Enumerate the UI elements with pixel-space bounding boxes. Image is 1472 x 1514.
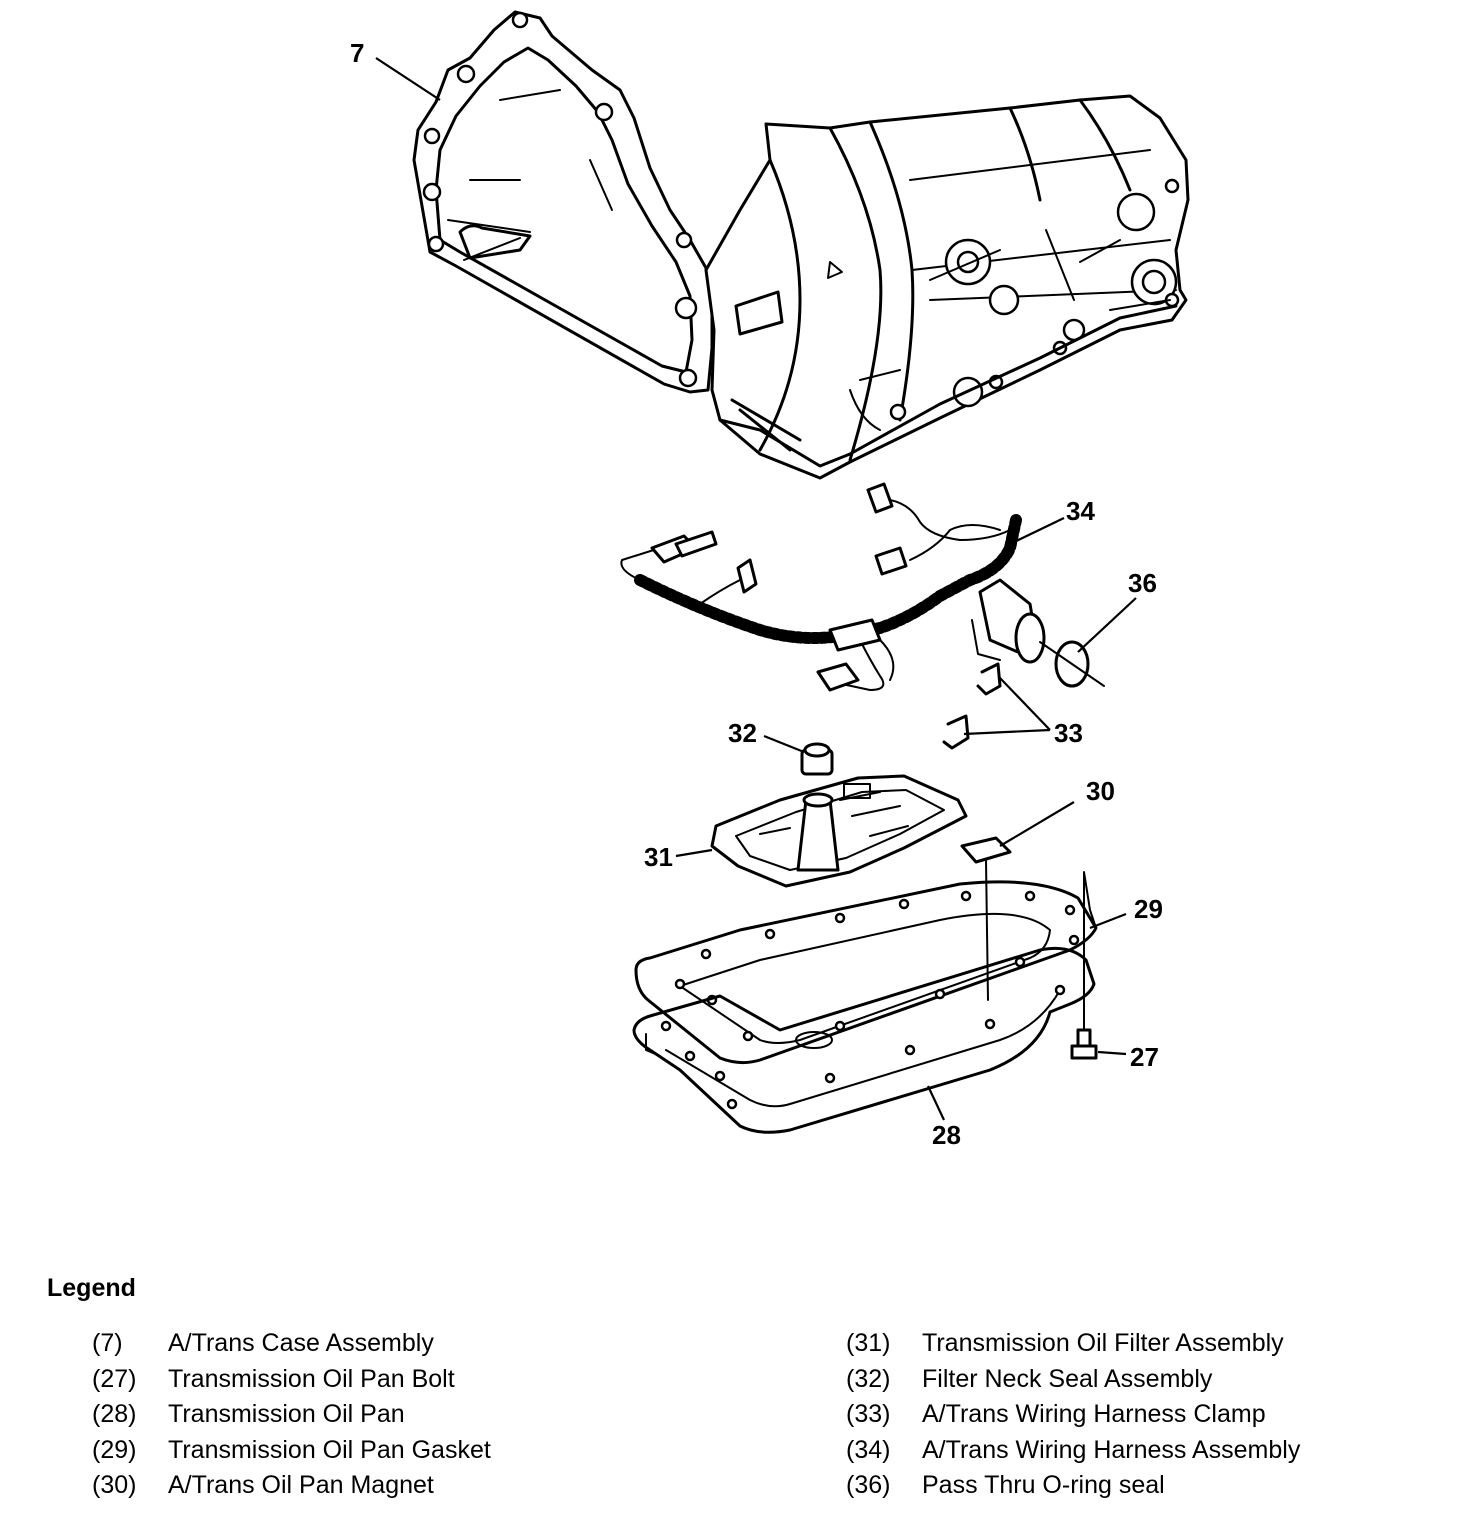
legend-item-label: A/Trans Wiring Harness Clamp: [922, 1400, 1266, 1429]
legend-item-label: Transmission Oil Pan Gasket: [168, 1435, 491, 1464]
oil-filter: [710, 774, 968, 888]
callout-36: 36: [1128, 568, 1157, 598]
legend-title: Legend: [47, 1274, 136, 1302]
callout-27: 27: [1130, 1042, 1159, 1072]
legend-item-label: Filter Neck Seal Assembly: [922, 1364, 1213, 1393]
wiring-harness: [620, 482, 1046, 692]
legend-item: (33) A/Trans Wiring Harness Clamp: [846, 1397, 1300, 1433]
callout-30: 30: [1086, 776, 1115, 806]
filter-neck-seal: [800, 742, 834, 776]
legend-item: (30) A/Trans Oil Pan Magnet: [92, 1468, 491, 1504]
legend-item-label: Transmission Oil Filter Assembly: [922, 1329, 1284, 1358]
exploded-view-diagram: 7 34 36 32 33 30 31 29 27 28: [350, 10, 1190, 1150]
legend-item: (27) Transmission Oil Pan Bolt: [92, 1362, 491, 1398]
harness-clamps: [942, 662, 1002, 750]
leader-32: [763, 734, 805, 754]
legend-item: (32) Filter Neck Seal Assembly: [846, 1362, 1300, 1398]
oil-pan-gasket: [634, 871, 1098, 1065]
legend-item-label: Pass Thru O-ring seal: [922, 1471, 1165, 1500]
callout-28: 28: [932, 1120, 961, 1150]
legend-item: (28) Transmission Oil Pan: [92, 1397, 491, 1433]
legend-item-number: (29): [92, 1435, 137, 1464]
oil-pan-magnet: [960, 836, 1012, 864]
legend-item-number: (36): [846, 1471, 891, 1500]
callout-31: 31: [644, 842, 673, 872]
leader-36: [1077, 597, 1137, 653]
callout-32: 32: [728, 718, 757, 748]
legend-item-number: (28): [92, 1400, 137, 1429]
legend-item: (7) A/Trans Case Assembly: [92, 1326, 491, 1362]
callout-7: 7: [350, 38, 364, 68]
leader-7: [375, 57, 441, 101]
legend-item-number: (33): [846, 1400, 891, 1429]
leader-31: [675, 848, 713, 858]
legend-item-label: A/Trans Case Assembly: [168, 1329, 434, 1358]
oil-pan-bolt: [1070, 1028, 1098, 1060]
legend-item: (36) Pass Thru O-ring seal: [846, 1468, 1300, 1504]
leader-29: [1089, 912, 1127, 930]
legend-item-label: Transmission Oil Pan Bolt: [168, 1364, 455, 1393]
legend-item-number: (34): [846, 1435, 891, 1464]
callout-33: 33: [1054, 718, 1083, 748]
legend-item: (29) Transmission Oil Pan Gasket: [92, 1433, 491, 1469]
leader-27: [1097, 1050, 1127, 1056]
leader-33: [963, 677, 1051, 736]
legend-item-number: (30): [92, 1471, 137, 1500]
leader-28: [927, 1085, 945, 1121]
legend-item: (31) Transmission Oil Filter Assembly: [846, 1326, 1300, 1362]
transmission-case: [412, 10, 1190, 480]
legend-item-label: A/Trans Wiring Harness Assembly: [922, 1435, 1301, 1464]
legend-item-number: (7): [92, 1329, 123, 1358]
legend-item-number: (31): [846, 1329, 891, 1358]
legend-left-column: (7) A/Trans Case Assembly (27) Transmiss…: [92, 1326, 491, 1504]
callout-34: 34: [1066, 496, 1095, 526]
o-ring-seal: [1054, 640, 1090, 688]
leader-30: [999, 801, 1075, 847]
legend-right-column: (31) Transmission Oil Filter Assembly (3…: [846, 1326, 1300, 1504]
legend-item: (34) A/Trans Wiring Harness Assembly: [846, 1433, 1300, 1469]
legend-item-label: A/Trans Oil Pan Magnet: [168, 1471, 434, 1500]
legend-item-number: (27): [92, 1364, 137, 1393]
legend-item-number: (32): [846, 1364, 891, 1393]
callout-29: 29: [1134, 894, 1163, 924]
legend-item-label: Transmission Oil Pan: [168, 1400, 405, 1429]
leader-34: [1009, 517, 1065, 545]
oil-pan: [632, 946, 1096, 1134]
